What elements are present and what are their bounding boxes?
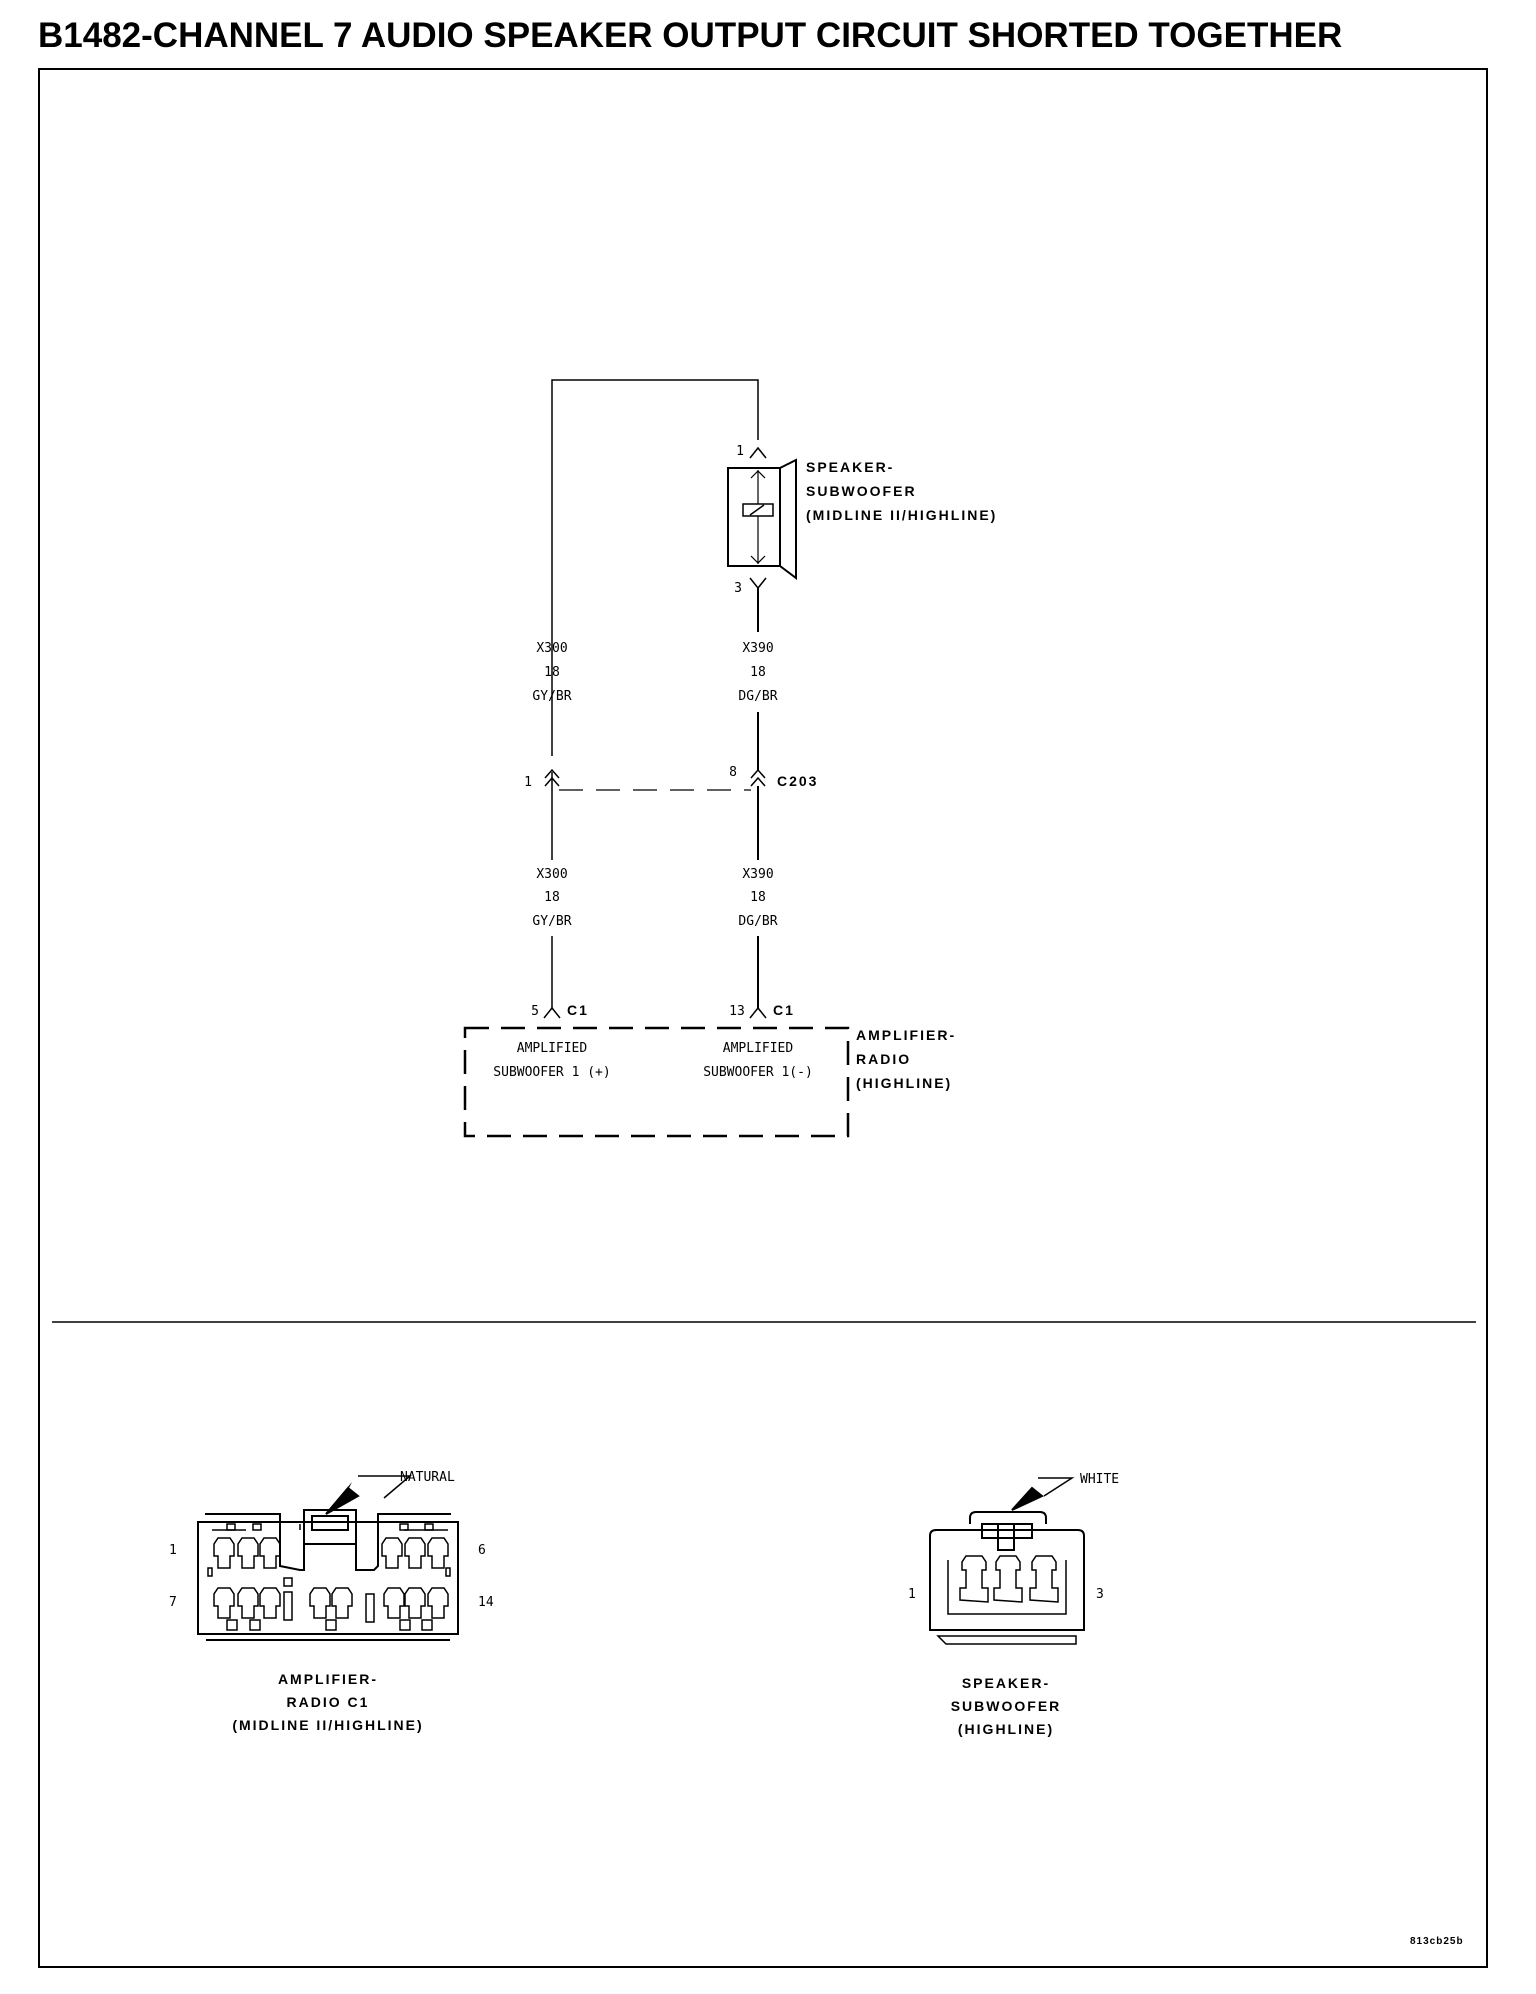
page-title: B1482-CHANNEL 7 AUDIO SPEAKER OUTPUT CIR…: [38, 16, 1343, 55]
c1-left-label: C1: [567, 1002, 589, 1018]
wire-right-upper-color: DG/BR: [738, 689, 777, 704]
c1-pin5-connector: [543, 1006, 561, 1019]
speaker-body: [727, 467, 781, 567]
wire-left-lower-gauge: 18: [544, 890, 560, 905]
speaker-cone: [779, 458, 797, 580]
amplifier-label-line3: (HIGHLINE): [856, 1075, 952, 1091]
wire-right-lower-circuit: X390: [742, 867, 773, 882]
speaker-label-line2: SUBWOOFER: [806, 483, 917, 499]
speaker-conn-color-callout: WHITE: [1080, 1472, 1119, 1487]
wire-right-lower-gauge: 18: [750, 890, 766, 905]
wire-left-upper-gauge: 18: [544, 665, 560, 680]
diagram-frame: [38, 68, 1488, 1968]
speaker-label-line1: SPEAKER-: [806, 459, 894, 475]
wire-left-lower-circuit: X300: [536, 867, 567, 882]
c1-pin5-label: 5: [531, 1004, 539, 1019]
speaker-conn-label-line2: SUBWOOFER: [951, 1698, 1062, 1714]
wire-right-lower-color: DG/BR: [738, 914, 777, 929]
wire-right-upper-gauge: 18: [750, 665, 766, 680]
wire-left-loop: [551, 379, 759, 756]
speaker-conn-label-line3: (HIGHLINE): [958, 1721, 1054, 1737]
speaker-conn-pin1-label: 1: [908, 1587, 916, 1602]
amp-c1-pin1-label: 1: [169, 1543, 177, 1558]
c1-right-label: C1: [773, 1002, 795, 1018]
figure-id: 813cb25b: [1410, 1936, 1464, 1947]
c203-pin8-label: 8: [729, 765, 737, 780]
wire-left-lower-color: GY/BR: [532, 914, 571, 929]
speaker-conn-label-line1: SPEAKER-: [962, 1675, 1050, 1691]
amplifier-label-line2: RADIO: [856, 1051, 911, 1067]
wire-left-upper-circuit: X300: [536, 641, 567, 656]
c203-pin1-label: 1: [524, 775, 532, 790]
c203-label: C203: [777, 773, 818, 789]
amplifier-box: [463, 1026, 850, 1138]
speaker-pin3-connector: [749, 577, 767, 590]
speaker-pin1-label: 1: [736, 444, 744, 459]
amp-left-func-line1: AMPLIFIED: [517, 1041, 588, 1056]
amp-c1-pin6-label: 6: [478, 1543, 486, 1558]
speaker-pin1-connector: [749, 446, 767, 459]
c203-pin8-connector: [750, 768, 766, 787]
amp-c1-label-line3: (MIDLINE II/HIGHLINE): [232, 1717, 423, 1733]
c1-pin13-label: 13: [729, 1004, 745, 1019]
amp-c1-color-callout: NATURAL: [400, 1470, 455, 1485]
speaker-conn-pin3-label: 3: [1096, 1587, 1104, 1602]
amplifier-c1-connector-view: [197, 1475, 459, 1641]
amp-right-func-line1: AMPLIFIED: [723, 1041, 794, 1056]
amp-c1-pin7-label: 7: [169, 1595, 177, 1610]
wire-left-upper-color: GY/BR: [532, 689, 571, 704]
wire-right-upper-circuit: X390: [742, 641, 773, 656]
amp-c1-pin14-label: 14: [478, 1595, 494, 1610]
speaker-label-line3: (MIDLINE II/HIGHLINE): [806, 507, 997, 523]
amp-c1-label-line1: AMPLIFIER-: [278, 1671, 378, 1687]
amp-left-func-line2: SUBWOOFER 1 (+): [493, 1065, 610, 1080]
amp-right-func-line2: SUBWOOFER 1(-): [703, 1065, 813, 1080]
amp-c1-label-line2: RADIO C1: [287, 1694, 370, 1710]
amplifier-label-line1: AMPLIFIER-: [856, 1027, 956, 1043]
speaker-pin3-label: 3: [734, 581, 742, 596]
speaker-connector-view: [929, 1477, 1085, 1645]
c1-pin13-connector: [749, 1006, 767, 1019]
